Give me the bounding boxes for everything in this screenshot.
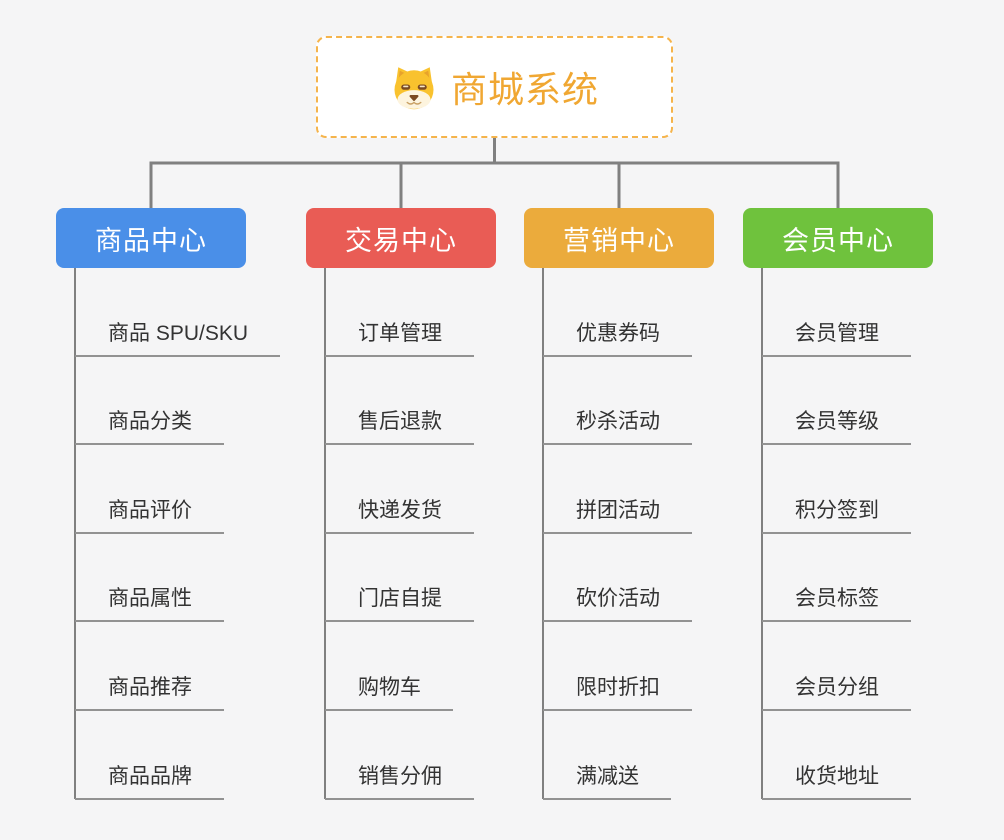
leaf-node[interactable]: 订单管理: [325, 268, 474, 357]
leaf-node[interactable]: 积分签到: [762, 445, 911, 534]
branch-items: 订单管理售后退款快递发货门店自提购物车销售分佣: [325, 268, 474, 800]
leaf-node[interactable]: 商品评价: [75, 445, 224, 534]
leaf-node[interactable]: 拼团活动: [543, 445, 692, 534]
leaf-node[interactable]: 商品 SPU/SKU: [75, 268, 281, 357]
leaf-node[interactable]: 砍价活动: [543, 534, 692, 623]
leaf-node[interactable]: 商品属性: [75, 534, 224, 623]
leaf-node[interactable]: 优惠券码: [543, 268, 692, 357]
branch-node[interactable]: 商品中心: [56, 208, 246, 268]
leaf-node[interactable]: 限时折扣: [543, 622, 692, 711]
branch-node[interactable]: 会员中心: [743, 208, 933, 268]
leaf-node[interactable]: 商品分类: [75, 357, 224, 446]
leaf-node[interactable]: 商品品牌: [75, 711, 224, 800]
leaf-node[interactable]: 收货地址: [762, 711, 911, 800]
leaf-node[interactable]: 商品推荐: [75, 622, 224, 711]
leaf-node[interactable]: 会员管理: [762, 268, 911, 357]
leaf-node[interactable]: 会员等级: [762, 357, 911, 446]
branch-node[interactable]: 营销中心: [524, 208, 714, 268]
branch-node[interactable]: 交易中心: [306, 208, 496, 268]
leaf-node[interactable]: 快递发货: [325, 445, 474, 534]
leaf-node[interactable]: 会员标签: [762, 534, 911, 623]
dog-face-icon: [390, 65, 438, 110]
leaf-node[interactable]: 销售分佣: [325, 711, 474, 800]
root-title: 商城系统: [450, 69, 599, 110]
leaf-node[interactable]: 门店自提: [325, 534, 474, 623]
leaf-node[interactable]: 秒杀活动: [543, 357, 692, 446]
branch-items: 优惠券码秒杀活动拼团活动砍价活动限时折扣满减送: [543, 268, 692, 800]
leaf-node[interactable]: 售后退款: [325, 357, 474, 446]
branch-items: 会员管理会员等级积分签到会员标签会员分组收货地址: [762, 268, 911, 800]
root-node[interactable]: 商城系统: [316, 36, 673, 138]
leaf-node[interactable]: 会员分组: [762, 622, 911, 711]
leaf-node[interactable]: 满减送: [543, 711, 671, 800]
leaf-node[interactable]: 购物车: [325, 622, 453, 711]
